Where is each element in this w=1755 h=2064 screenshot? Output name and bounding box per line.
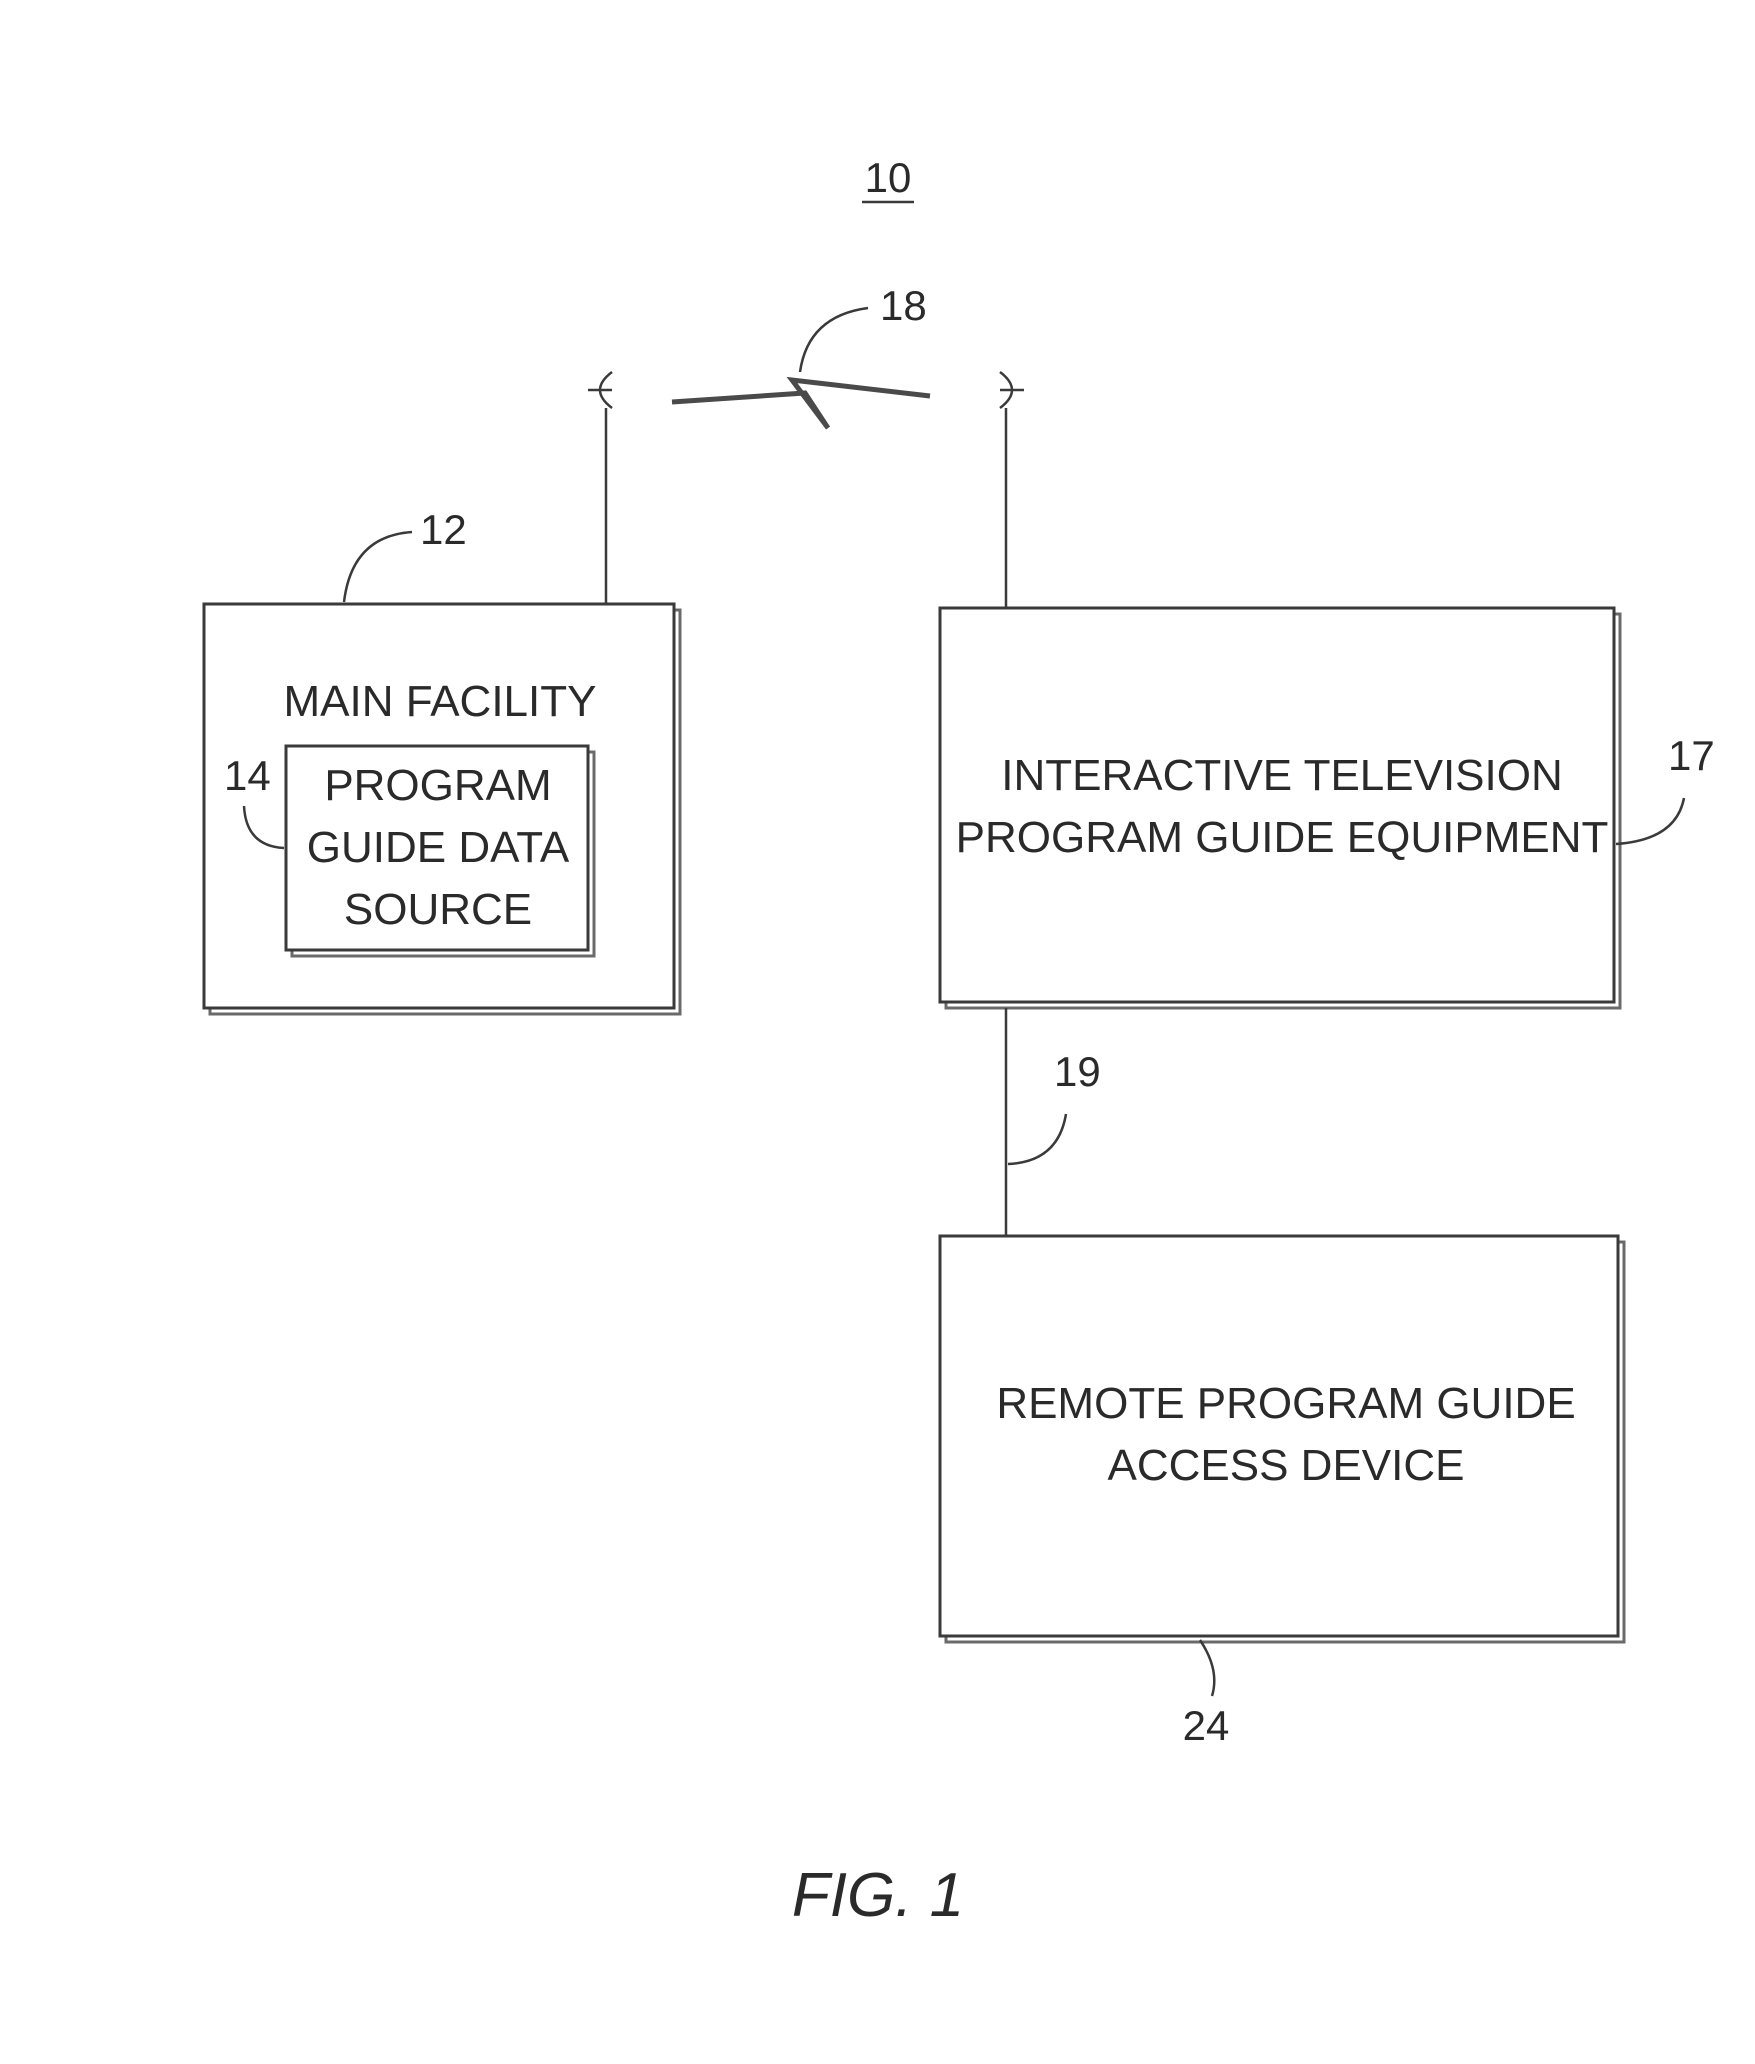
remote-device-block: REMOTE PROGRAM GUIDE ACCESS DEVICE 24: [940, 1236, 1624, 1749]
wireless-link: 18: [588, 282, 1024, 428]
wireless-link-ref: 18: [880, 282, 927, 329]
figure-number: 10: [862, 154, 914, 202]
itv-equipment-line-1: INTERACTIVE TELEVISION: [1001, 751, 1563, 800]
main-facility-ref: 12: [420, 506, 467, 553]
itv-equipment-leader: [1616, 798, 1684, 844]
wired-link-ref: 19: [1054, 1048, 1101, 1095]
wired-link: 19: [1006, 1008, 1101, 1236]
main-facility-leader: [344, 532, 412, 602]
remote-device-ref: 24: [1183, 1702, 1230, 1749]
remote-device-line-2: ACCESS DEVICE: [1108, 1441, 1465, 1490]
data-source-line-1: PROGRAM: [324, 761, 551, 810]
wireless-link-leader: [800, 308, 868, 372]
remote-device-box: [940, 1236, 1618, 1636]
figure-number-label: 10: [865, 154, 912, 201]
main-facility-title: MAIN FACILITY: [284, 677, 597, 726]
itv-equipment-block: INTERACTIVE TELEVISION PROGRAM GUIDE EQU…: [940, 608, 1715, 1008]
wired-link-leader: [1008, 1114, 1066, 1164]
itv-equipment-line-2: PROGRAM GUIDE EQUIPMENT: [956, 813, 1609, 862]
remote-device-line-1: REMOTE PROGRAM GUIDE: [996, 1379, 1575, 1428]
figure-caption: FIG. 1: [792, 1861, 964, 1930]
itv-equipment-box: [940, 608, 1614, 1002]
data-source-line-3: SOURCE: [344, 885, 532, 934]
data-source-ref: 14: [224, 752, 271, 799]
lightning-bolt-icon: [672, 380, 930, 428]
data-source-line-2: GUIDE DATA: [307, 823, 570, 872]
remote-device-leader: [1200, 1640, 1214, 1696]
itv-equipment-ref: 17: [1668, 732, 1715, 779]
